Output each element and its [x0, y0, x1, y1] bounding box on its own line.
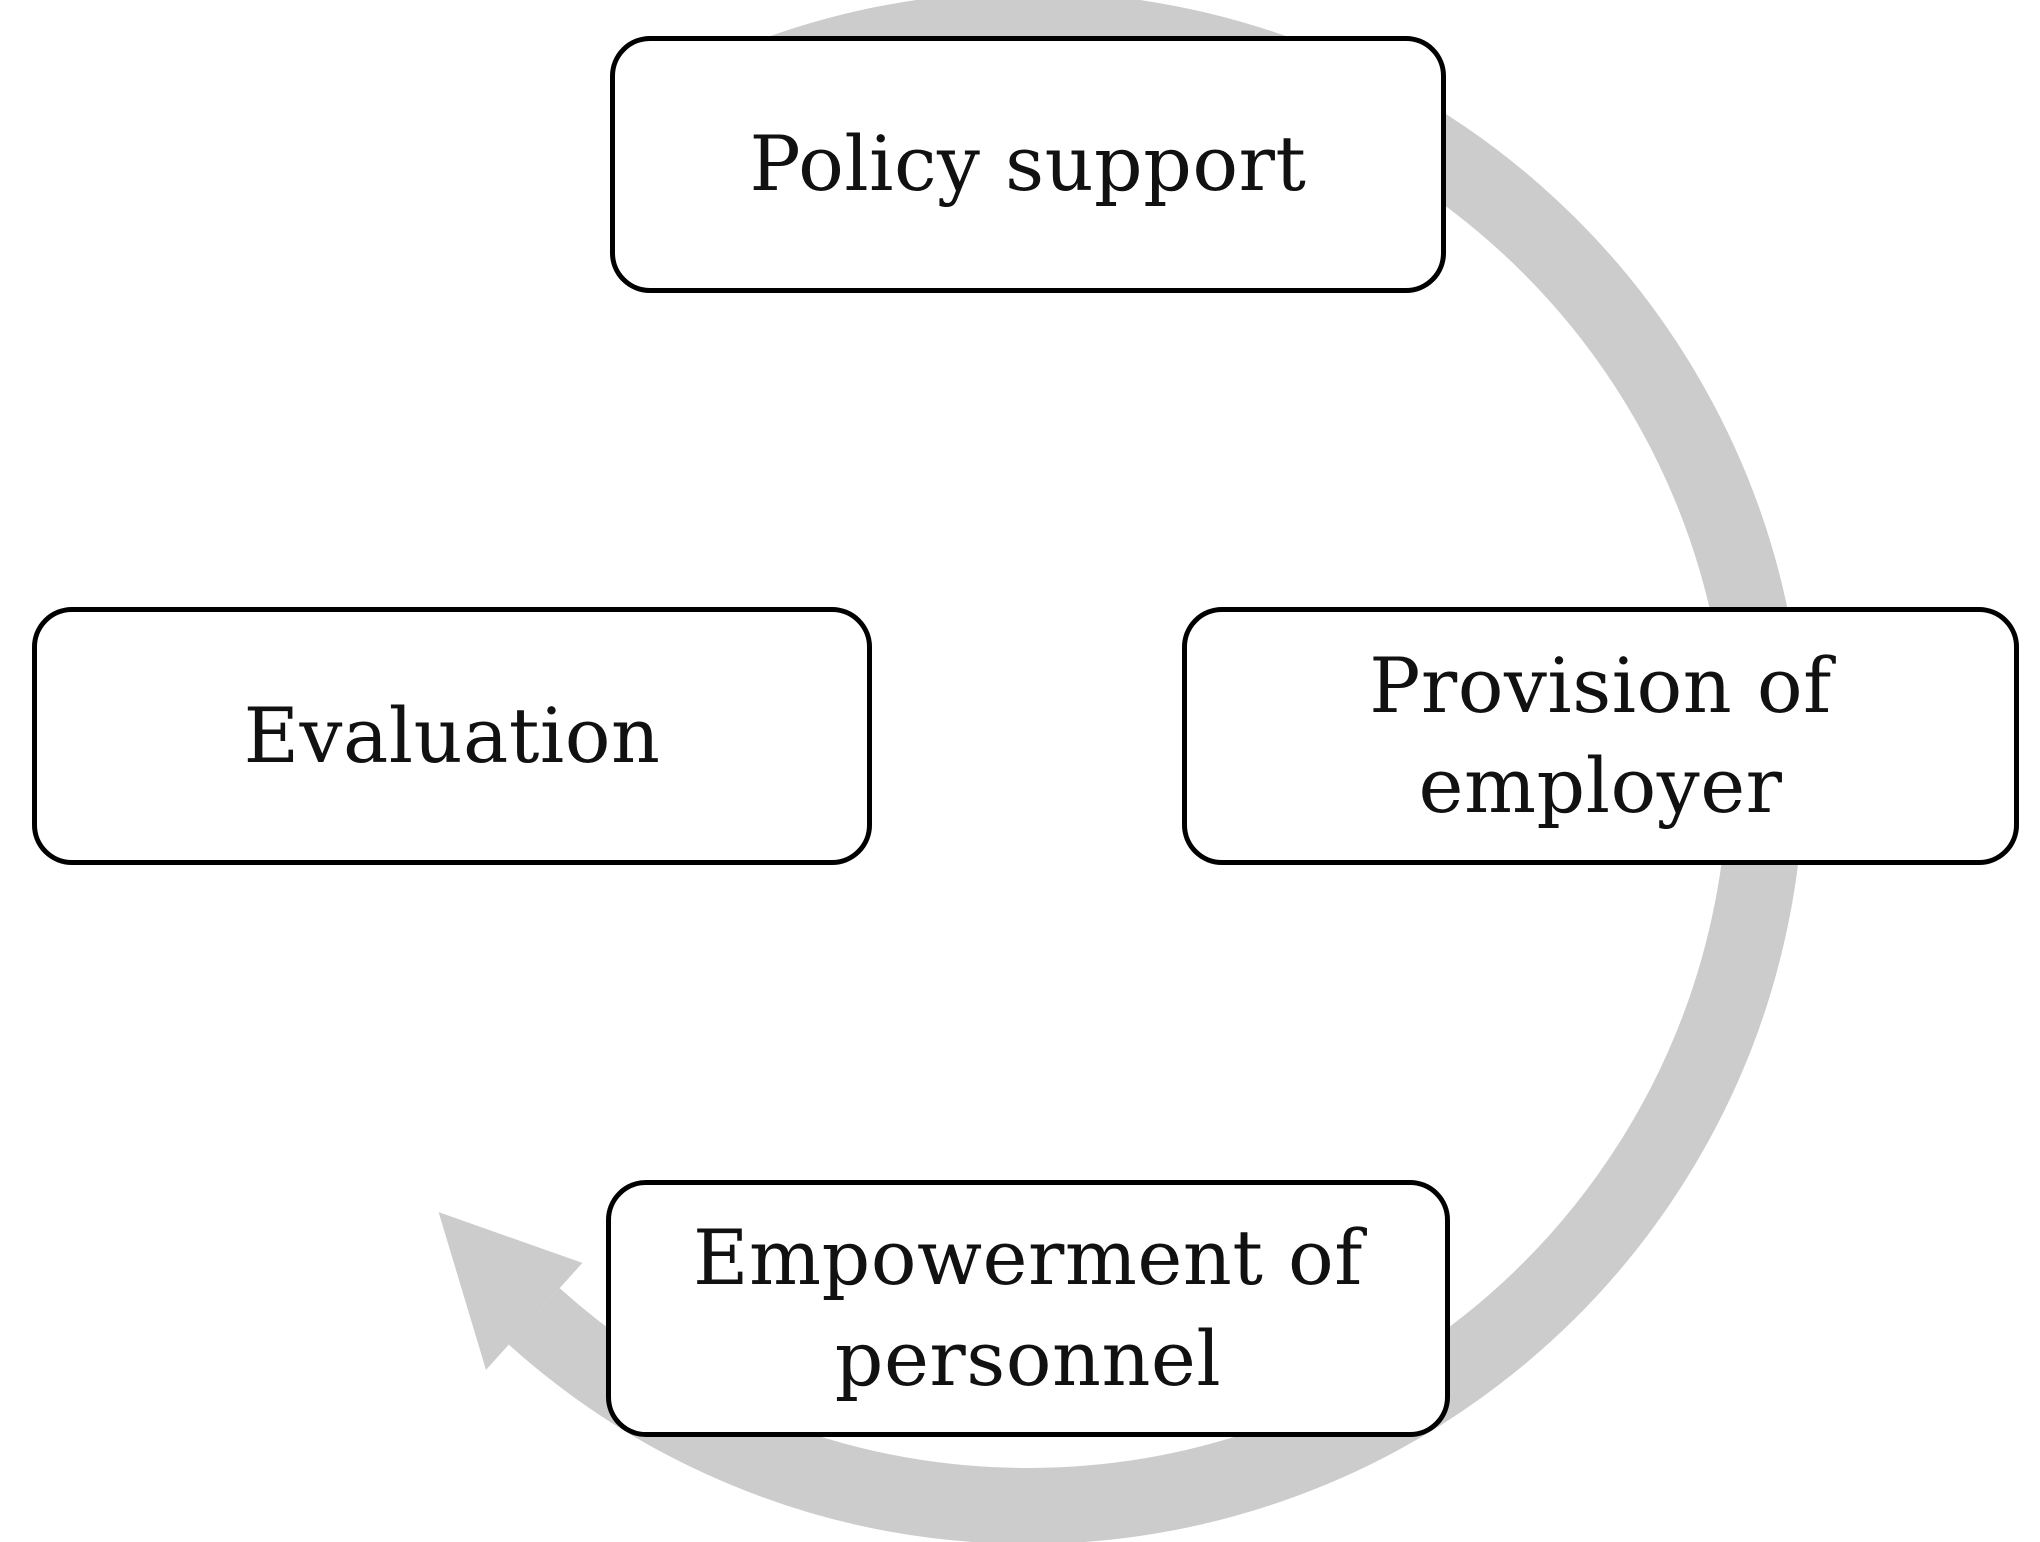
node-label: Policy support	[749, 119, 1307, 209]
node-policy-support: Policy support	[610, 36, 1446, 293]
node-label: Provision of employer	[1369, 640, 1832, 830]
node-label: Empowerment of personnel	[693, 1213, 1363, 1403]
cycle-arrowhead-icon	[438, 1212, 583, 1370]
node-empowerment-of-personnel: Empowerment of personnel	[606, 1180, 1450, 1437]
node-evaluation: Evaluation	[32, 607, 872, 865]
node-provision-of-employer: Provision of employer	[1182, 607, 2019, 865]
node-label: Evaluation	[243, 690, 661, 780]
